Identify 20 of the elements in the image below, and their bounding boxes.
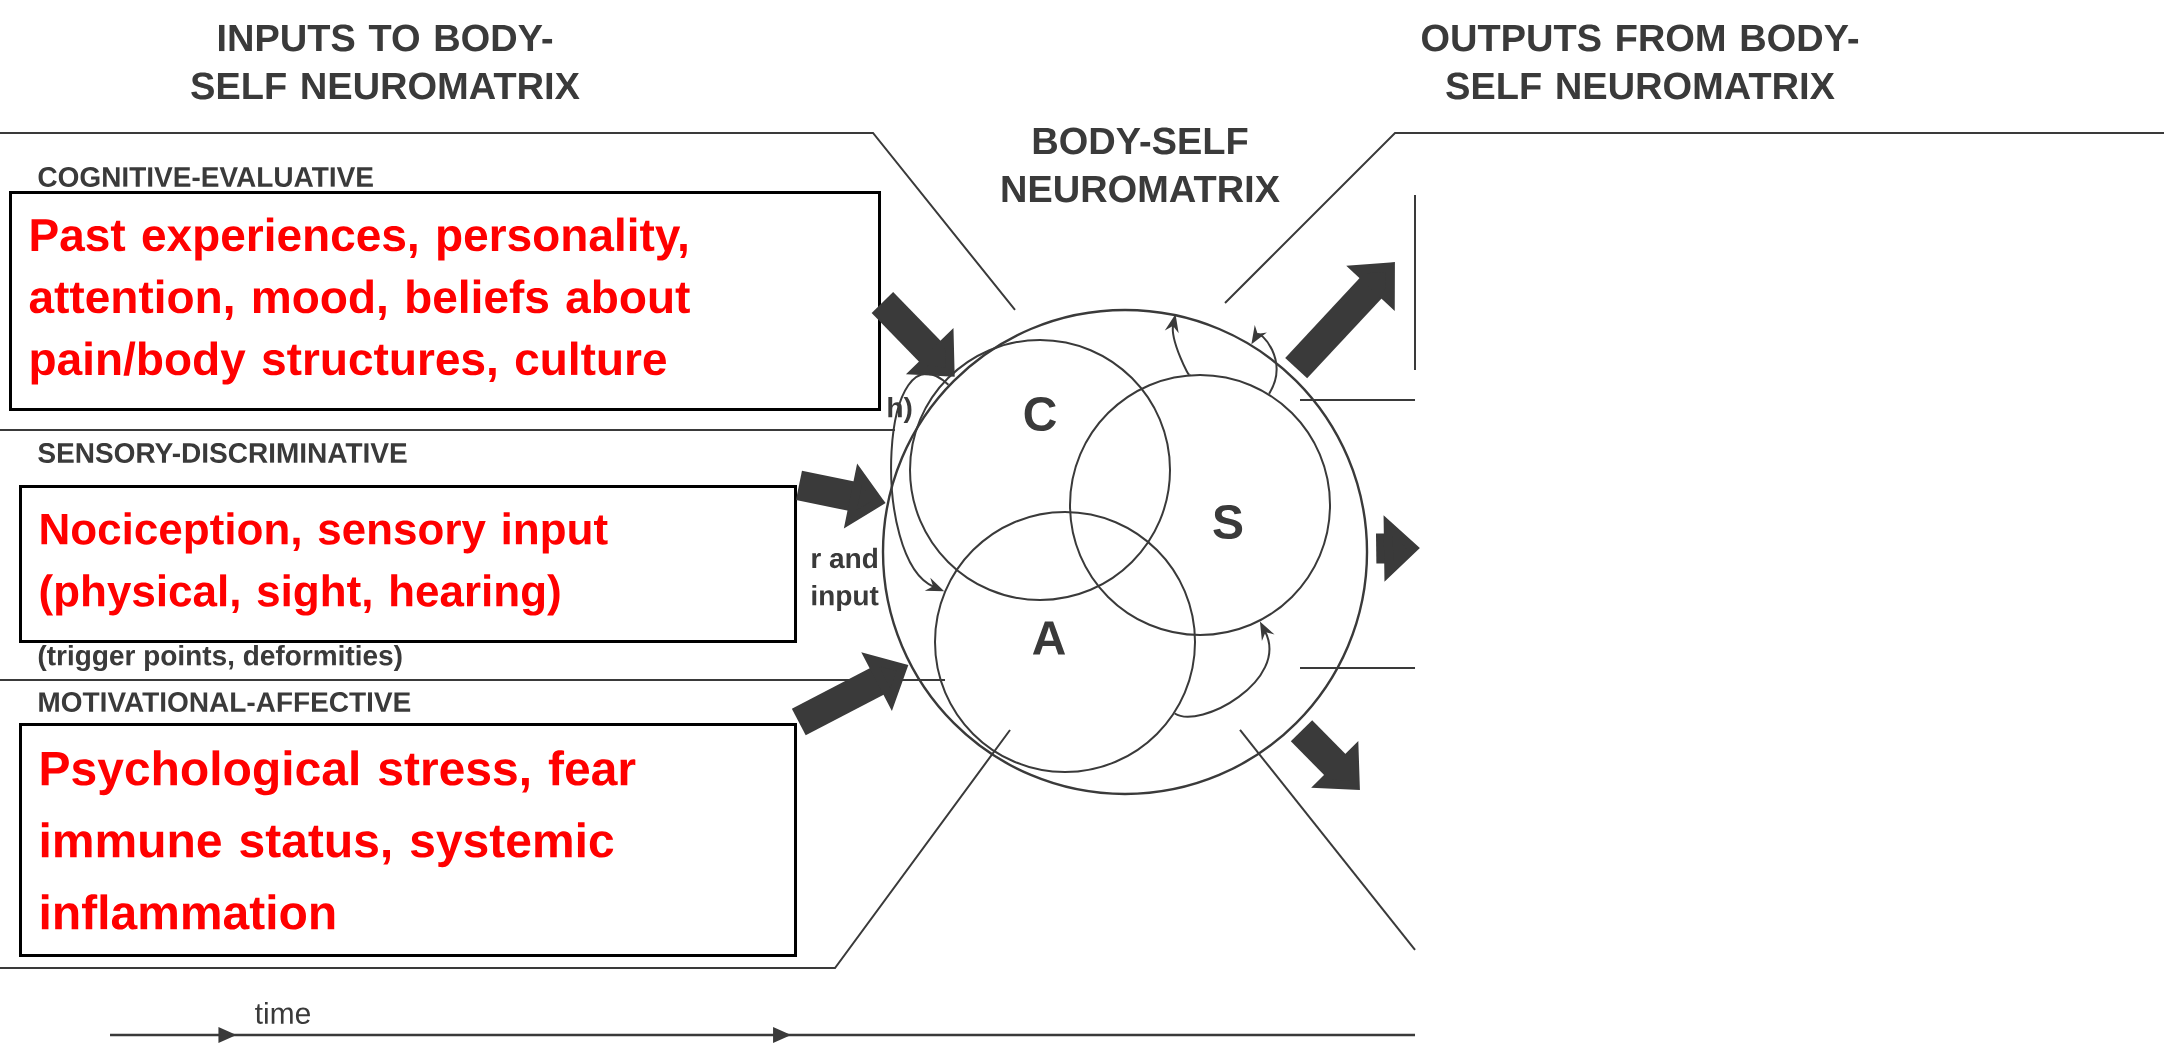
axis-label: time [255, 1002, 310, 1024]
category-label: SENSORY-DISCRIMINATIVE [38, 443, 407, 463]
circle-letter: C [1024, 397, 1056, 431]
text-fragment: (trigger points, deformities) [38, 644, 402, 672]
heading: OUTPUTS FROM BODY-SELF NEUROMATRIX [1422, 24, 1859, 100]
category-label: COGNITIVE-EVALUATIVE [38, 167, 373, 187]
category-label: MOTIVATIONAL-AFFECTIVE [39, 692, 411, 712]
text-box: Past experiences, personality, attention, mood, beliefs about pain/body structures, culture [9, 191, 881, 411]
text-box: Nociception, sensory input (physical, sight, hearing) [19, 485, 797, 643]
block-arrow [871, 291, 955, 377]
curved-arrow [890, 373, 950, 592]
text-fragment: r and [812, 547, 877, 569]
text-box: Psychological stress, fear immune status, systemic inflammation [19, 723, 797, 957]
heading: INPUTS TO BODY-SELF NEUROMATRIX [191, 24, 580, 100]
block-arrow [1290, 720, 1360, 790]
circle-letter: A [1032, 621, 1066, 655]
text-fragment: input [812, 584, 879, 612]
block-arrow [1285, 262, 1395, 379]
circle-heading: BODY-SELF NEUROMATRIX [1002, 127, 1280, 203]
circle-letter: S [1213, 505, 1243, 539]
